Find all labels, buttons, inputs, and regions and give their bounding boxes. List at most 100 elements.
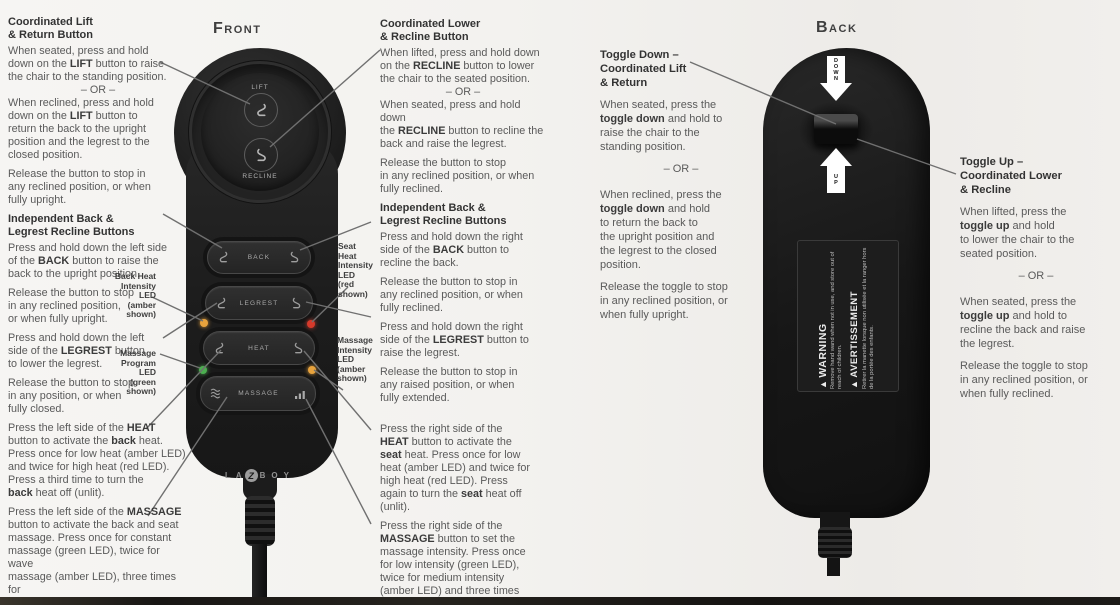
or-divider: – OR – — [445, 86, 481, 98]
back-remote-strain-relief — [818, 527, 852, 558]
leader-line — [269, 49, 381, 148]
up-arrow-icon: UP — [827, 166, 845, 193]
section-heading: Independent Back &Legrest Recline Button… — [380, 202, 507, 227]
leader-line — [305, 398, 372, 525]
front-view-title: Front — [213, 20, 262, 37]
up-arrow-tip-icon — [820, 148, 852, 166]
legrest-button: LEGREST — [205, 286, 313, 320]
recline-button — [244, 138, 278, 172]
logo-la: LA — [224, 471, 248, 480]
recliner-chair-icon — [290, 297, 303, 310]
massage-button: MASSAGE — [200, 376, 316, 411]
section-heading: Toggle Down –Coordinated Lift& Return — [600, 49, 687, 89]
or-divider: – OR – — [80, 84, 116, 96]
leader-line — [147, 396, 228, 517]
recliner-chair-icon — [254, 103, 269, 118]
recliner-chair-icon — [292, 342, 305, 355]
front-right-instructions: Coordinated Lower& Recline Button When l… — [380, 18, 546, 605]
front-remote-strain-relief — [245, 496, 275, 546]
leader-line — [145, 349, 222, 430]
recliner-chair-icon — [217, 251, 230, 264]
lift-button-label: LIFT — [251, 84, 269, 91]
back-button-label: BACK — [247, 254, 271, 261]
heat-button-label: HEAT — [248, 344, 270, 352]
legrest-button-label: LEGREST — [239, 299, 279, 307]
leader-line — [856, 138, 957, 175]
back-remote-cable — [827, 556, 840, 576]
leader-line — [162, 213, 223, 249]
leader-line — [303, 350, 372, 431]
section-heading: Coordinated Lower& Recline Button — [380, 18, 481, 43]
logo-z-icon: Z — [244, 469, 258, 482]
front-remote-cable — [252, 544, 267, 605]
toggle-switch — [814, 114, 858, 144]
recliner-chair-icon — [213, 342, 226, 355]
toggle-down-instructions: Toggle Down –Coordinated Lift& Return Wh… — [600, 48, 762, 330]
recliner-chair-icon — [254, 148, 269, 163]
leader-line — [159, 61, 251, 105]
seat-heat-led — [307, 320, 315, 328]
leader-line — [305, 301, 372, 318]
massage-intensity-led — [308, 366, 316, 374]
leader-line — [299, 221, 372, 251]
front-left-instructions: Coordinated Lift& Return Button When sea… — [8, 16, 188, 605]
or-divider: – OR – — [1018, 270, 1054, 282]
section-heading: Coordinated Lift& Return Button — [8, 16, 93, 41]
leader-line — [159, 353, 201, 369]
heat-button: HEAT — [203, 331, 315, 365]
recliner-chair-icon — [288, 251, 301, 264]
back-remote-neck — [820, 512, 850, 530]
massage-button-label: MASSAGE — [238, 390, 279, 397]
warning-label: ▲WARNING Remove hand wand when not in us… — [797, 240, 899, 392]
down-arrow-label: DOWN — [833, 57, 839, 82]
page-bottom-edge — [0, 597, 1120, 605]
lift-button — [244, 93, 278, 127]
toggle-up-instructions: Toggle Up –Coordinated Lower& Recline Wh… — [960, 155, 1112, 409]
up-arrow-label: UP — [833, 173, 839, 186]
logo-boy: BOY — [259, 471, 295, 480]
massage-waves-icon — [210, 387, 223, 400]
leader-line — [162, 302, 218, 339]
section-heading: Independent Back &Legrest Recline Button… — [8, 213, 135, 238]
leader-line — [311, 286, 349, 323]
back-button: BACK — [207, 241, 311, 274]
back-heat-led — [200, 319, 208, 327]
lazboy-logo: LA Z BOY — [203, 469, 317, 482]
recline-button-label: RECLINE — [242, 173, 278, 180]
intensity-bars-icon — [294, 388, 306, 400]
section-heading: Toggle Up –Coordinated Lower& Recline — [960, 156, 1062, 196]
recliner-chair-icon — [215, 297, 228, 310]
or-divider: – OR – — [663, 163, 699, 175]
massage-program-led — [199, 366, 207, 374]
